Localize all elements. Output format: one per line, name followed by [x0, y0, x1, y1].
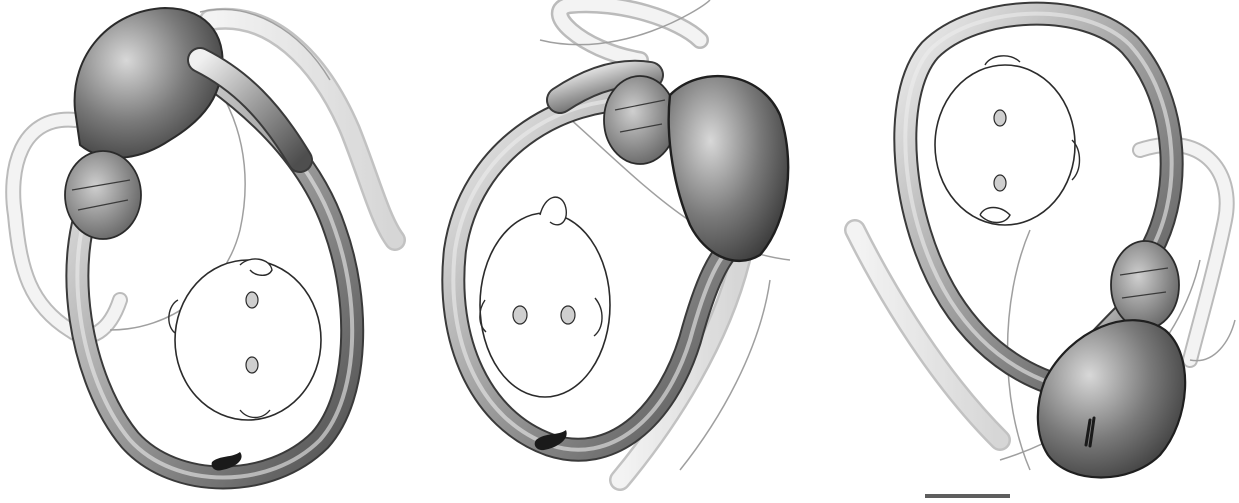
- head-icon: [480, 197, 610, 397]
- earbud-icon: [1038, 241, 1185, 478]
- head-icon: [169, 259, 321, 420]
- view-center: [453, 0, 790, 480]
- logo-mark-icon: [925, 494, 1010, 498]
- view-left: [13, 8, 395, 478]
- head-icon: [935, 56, 1080, 225]
- view-right: [855, 14, 1235, 498]
- earbud-icon: [65, 8, 300, 239]
